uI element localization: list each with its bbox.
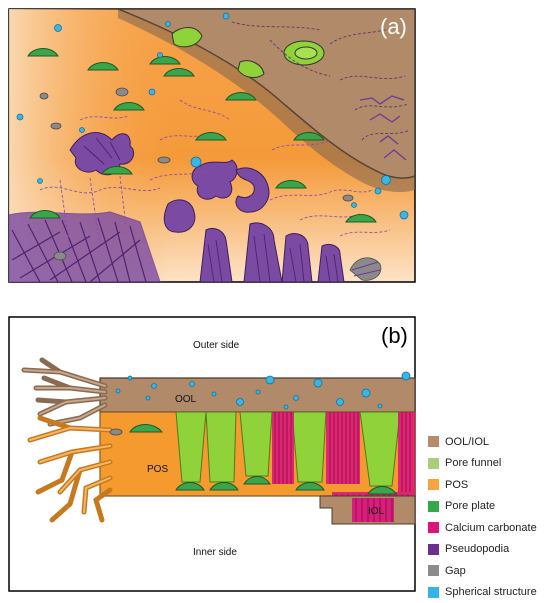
legend-swatch [428, 587, 439, 598]
pseudopodia-blob-a4 [164, 200, 195, 232]
pos-label: POS [147, 464, 168, 475]
legend-item: POS [428, 474, 544, 496]
legend-label: Pore funnel [445, 457, 501, 469]
inner-side-label: Inner side [193, 547, 237, 558]
panel-b-label: (b) [381, 323, 408, 348]
legend-item: OOL/IOL [428, 431, 544, 453]
legend-label: Spherical structure [445, 586, 537, 598]
iol-label: IOL [368, 506, 385, 517]
ool-label: OOL [175, 394, 197, 405]
legend-swatch [428, 436, 439, 447]
legend-label: Gap [445, 565, 466, 577]
panel-b: (b) Outer side OOL [9, 317, 415, 591]
legend-swatch [428, 544, 439, 555]
panel-a-label: (a) [380, 14, 407, 39]
legend-swatch [428, 458, 439, 469]
legend-item: Pore funnel [428, 453, 544, 475]
outer-side-label: Outer side [193, 340, 240, 351]
legend-label: POS [445, 479, 468, 491]
legend-swatch [428, 522, 439, 533]
panel-a: (a) [9, 9, 415, 282]
legend-label: OOL/IOL [445, 436, 489, 448]
gap-b [110, 429, 122, 435]
legend-item: Calcium carbonate [428, 517, 544, 539]
legend-swatch [428, 479, 439, 490]
legend-item: Pseudopodia [428, 539, 544, 561]
legend-label: Pore plate [445, 500, 495, 512]
pseudopodia-bottom-a [9, 212, 160, 282]
pseudopodia-column-a3 [282, 234, 312, 282]
legend-swatch [428, 501, 439, 512]
legend-item: Pore plate [428, 496, 544, 518]
legend-item: Gap [428, 560, 544, 582]
legend-swatch [428, 565, 439, 576]
legend-label: Calcium carbonate [445, 522, 537, 534]
legend-label: Pseudopodia [445, 543, 509, 555]
